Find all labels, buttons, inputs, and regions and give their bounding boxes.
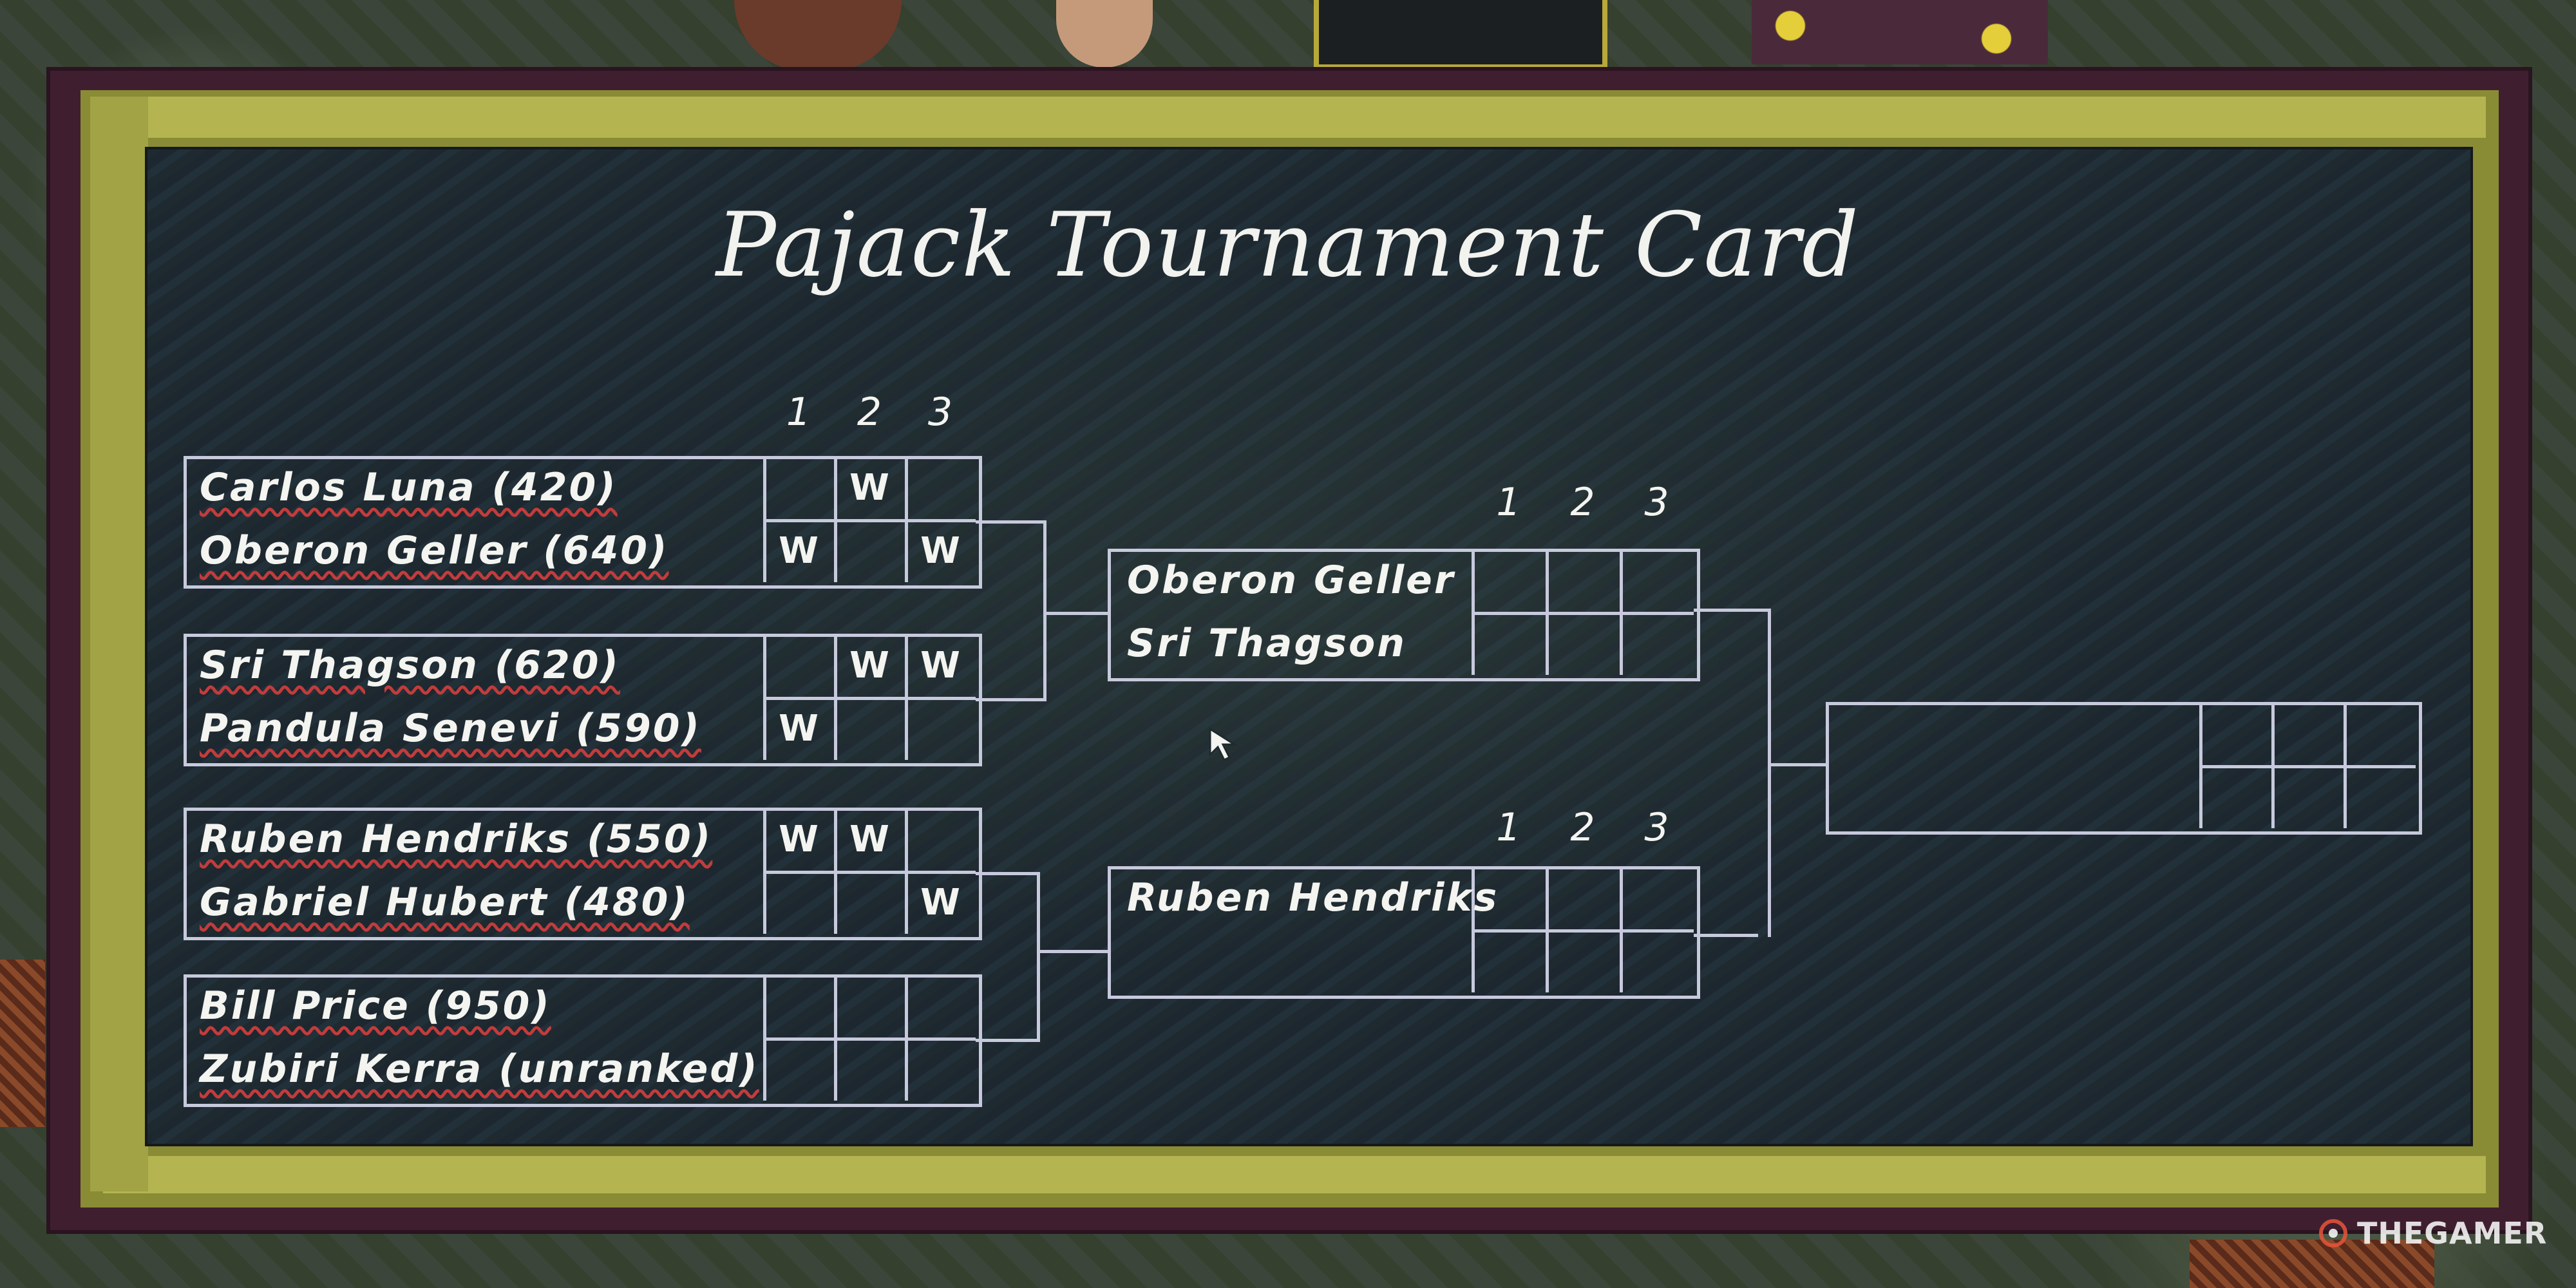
final-match-result-cell xyxy=(2271,702,2344,765)
round1-match-result-cell xyxy=(905,1037,976,1101)
round1-game-number: 3 xyxy=(927,390,953,435)
bracket-connector xyxy=(1043,612,1108,615)
bracket-connector xyxy=(1768,763,1826,766)
round1-match-result-cell xyxy=(763,974,834,1037)
mouse-cursor-icon xyxy=(1208,726,1246,765)
final-match-box xyxy=(1826,702,2422,835)
round1-match-player-name: Ruben Hendriks (550) xyxy=(200,817,713,862)
semifinal-a-game-number: 3 xyxy=(1644,480,1669,525)
bracket-connector xyxy=(976,872,1040,875)
background-flowers xyxy=(1752,0,2048,64)
bracket-connector xyxy=(976,520,1046,524)
bracket-connector xyxy=(976,1039,1040,1042)
semifinal-match-player-name: Ruben Hendriks xyxy=(1127,875,1499,920)
semifinal-match-row-line xyxy=(1472,929,1694,933)
round1-match-result-cell xyxy=(834,1037,905,1101)
chalkboard xyxy=(145,147,2473,1146)
semifinal-a-game-number: 2 xyxy=(1570,480,1595,525)
round1-match-player-name: Bill Price (950) xyxy=(200,983,551,1028)
round1-match-result-cell xyxy=(763,634,834,697)
round1-match-player-name: Carlos Luna (420) xyxy=(200,465,618,510)
board-frame-left-highlight xyxy=(90,97,148,1191)
round1-match-result-cell xyxy=(763,456,834,519)
semifinal-match-result-cell xyxy=(1472,612,1546,675)
background-basket-right xyxy=(2190,1240,2434,1288)
round1-match-result-cell xyxy=(905,808,976,871)
semifinal-match-result-cell xyxy=(1472,929,1546,992)
semifinal-match-row-line xyxy=(1472,612,1694,615)
semifinal-a-game-number: 1 xyxy=(1496,480,1521,525)
semifinal-b-game-number: 2 xyxy=(1570,805,1595,850)
semifinal-match-box xyxy=(1108,866,1700,999)
round1-match-player-name: Oberon Geller (640) xyxy=(200,528,669,573)
round1-match-result-cell: W xyxy=(849,644,889,687)
board-frame-top-highlight xyxy=(103,97,2486,138)
round1-match-result-cell xyxy=(905,974,976,1037)
bracket-connector xyxy=(1694,609,1771,612)
round1-match-result-cell: W xyxy=(779,707,819,750)
round1-match-result-cell: W xyxy=(779,818,819,860)
semifinal-match-result-cell xyxy=(1620,612,1694,675)
semifinal-match-player-name: Oberon Geller xyxy=(1127,558,1455,603)
round1-match-player-name: Sri Thagson (620) xyxy=(200,643,620,688)
background-basket-left xyxy=(0,960,45,1127)
round1-match-result-cell xyxy=(905,697,976,760)
final-match-row-line xyxy=(2199,765,2416,768)
round1-match-player-name: Gabriel Hubert (480) xyxy=(200,880,690,925)
bracket-connector xyxy=(1768,609,1771,937)
bracket-connector xyxy=(1694,934,1758,937)
semifinal-match-result-cell xyxy=(1546,929,1620,992)
round1-match-result-cell xyxy=(834,871,905,934)
round1-game-number: 1 xyxy=(786,390,811,435)
semifinal-match-result-cell xyxy=(1546,612,1620,675)
round1-match-player-name: Zubiri Kerra (unranked) xyxy=(200,1046,759,1092)
semifinal-match-result-cell xyxy=(1620,929,1694,992)
semifinal-match-result-cell xyxy=(1546,866,1620,929)
round1-match-result-cell xyxy=(763,1037,834,1101)
bracket-connector xyxy=(976,698,1046,701)
semifinal-match-result-cell xyxy=(1546,549,1620,612)
round1-match-result-cell xyxy=(763,871,834,934)
bracket-connector xyxy=(1037,950,1108,953)
final-match-result-cell xyxy=(2271,765,2344,828)
bracket-connector xyxy=(1043,520,1046,701)
semifinal-match-result-cell xyxy=(1620,866,1694,929)
round1-match-row-line xyxy=(763,697,976,700)
round1-match-result-cell xyxy=(905,456,976,519)
round1-match-result-cell: W xyxy=(920,529,960,572)
semifinal-b-game-number: 3 xyxy=(1644,805,1669,850)
watermark: THEGAMER xyxy=(2318,1211,2563,1256)
round1-match-row-line xyxy=(763,1037,976,1041)
round1-match-result-cell: W xyxy=(920,644,960,687)
watermark-text: THEGAMER xyxy=(2357,1216,2548,1251)
board-frame-bottom-ledge xyxy=(103,1156,2486,1193)
round1-match-row-line xyxy=(763,871,976,874)
bracket-connector xyxy=(1037,872,1040,1042)
final-match-result-cell xyxy=(2344,765,2416,828)
round1-match-result-cell xyxy=(834,697,905,760)
semifinal-match-result-cell xyxy=(1620,549,1694,612)
round1-match-result-cell: W xyxy=(779,529,819,572)
round1-match-result-cell: W xyxy=(849,466,889,509)
round1-game-number: 2 xyxy=(857,390,882,435)
round1-match-result-cell xyxy=(834,519,905,582)
board-title: Pajack Tournament Card xyxy=(715,193,1861,297)
watermark-logo-icon xyxy=(2318,1218,2348,1248)
final-match-result-cell xyxy=(2344,702,2416,765)
semifinal-b-game-number: 1 xyxy=(1496,805,1521,850)
round1-match-player-name: Pandula Senevi (590) xyxy=(200,706,701,751)
round1-match-result-cell xyxy=(834,974,905,1037)
semifinal-match-result-cell xyxy=(1472,866,1546,929)
semifinal-match-result-cell xyxy=(1472,549,1546,612)
semifinal-match-box xyxy=(1108,549,1700,681)
semifinal-match-player-name: Sri Thagson xyxy=(1127,621,1406,666)
round1-match-row-line xyxy=(763,519,976,522)
final-match-result-cell xyxy=(2199,765,2271,828)
round1-match-result-cell: W xyxy=(849,818,889,860)
final-match-result-cell xyxy=(2199,702,2271,765)
round1-match-result-cell: W xyxy=(920,881,960,923)
